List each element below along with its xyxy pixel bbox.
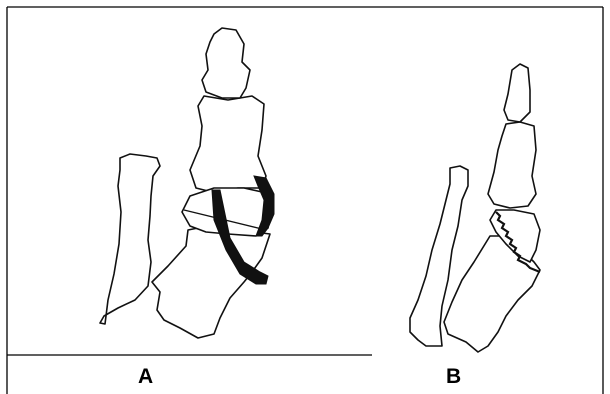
panel-b-label: B xyxy=(446,366,461,387)
panel-b-drawing xyxy=(410,64,540,352)
panel-a-distal-phalanx xyxy=(202,28,250,98)
panel-a-second-metatarsal xyxy=(100,154,160,324)
panel-b-proximal-phalanx xyxy=(488,122,536,208)
panel-b-distal-phalanx xyxy=(504,64,530,122)
panel-a-label: A xyxy=(138,366,153,387)
panel-a-drawing xyxy=(100,28,274,338)
